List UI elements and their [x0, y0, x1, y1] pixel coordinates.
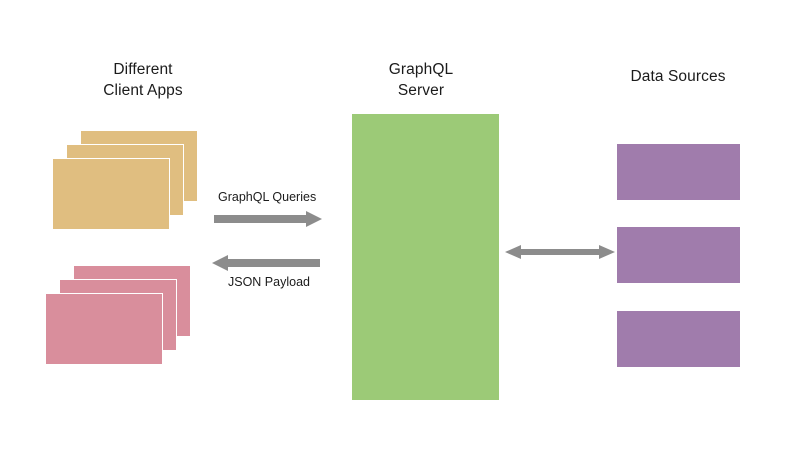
clients-column-heading: Different Client Apps: [103, 61, 183, 99]
server-data-sources-arrow-icon: [505, 245, 615, 259]
client-app-card-front: [52, 158, 170, 230]
graphql-queries-label: GraphQL Queries: [218, 190, 317, 204]
data-source-box-1: [616, 143, 741, 201]
sources-column-heading: Data Sources: [630, 68, 726, 85]
json-payload-arrow-icon: [212, 255, 320, 271]
json-payload-card-front: [45, 293, 163, 365]
json-payload-stack: [45, 265, 200, 365]
data-source-box-2: [616, 226, 741, 284]
data-source-box-3: [616, 310, 741, 368]
json-payload-label: JSON Payload: [228, 275, 310, 289]
graphql-server-box: [351, 113, 500, 401]
client-apps-stack: [52, 130, 202, 230]
server-column-heading: GraphQL Server: [388, 61, 454, 99]
graphql-queries-arrow-icon: [214, 211, 322, 227]
